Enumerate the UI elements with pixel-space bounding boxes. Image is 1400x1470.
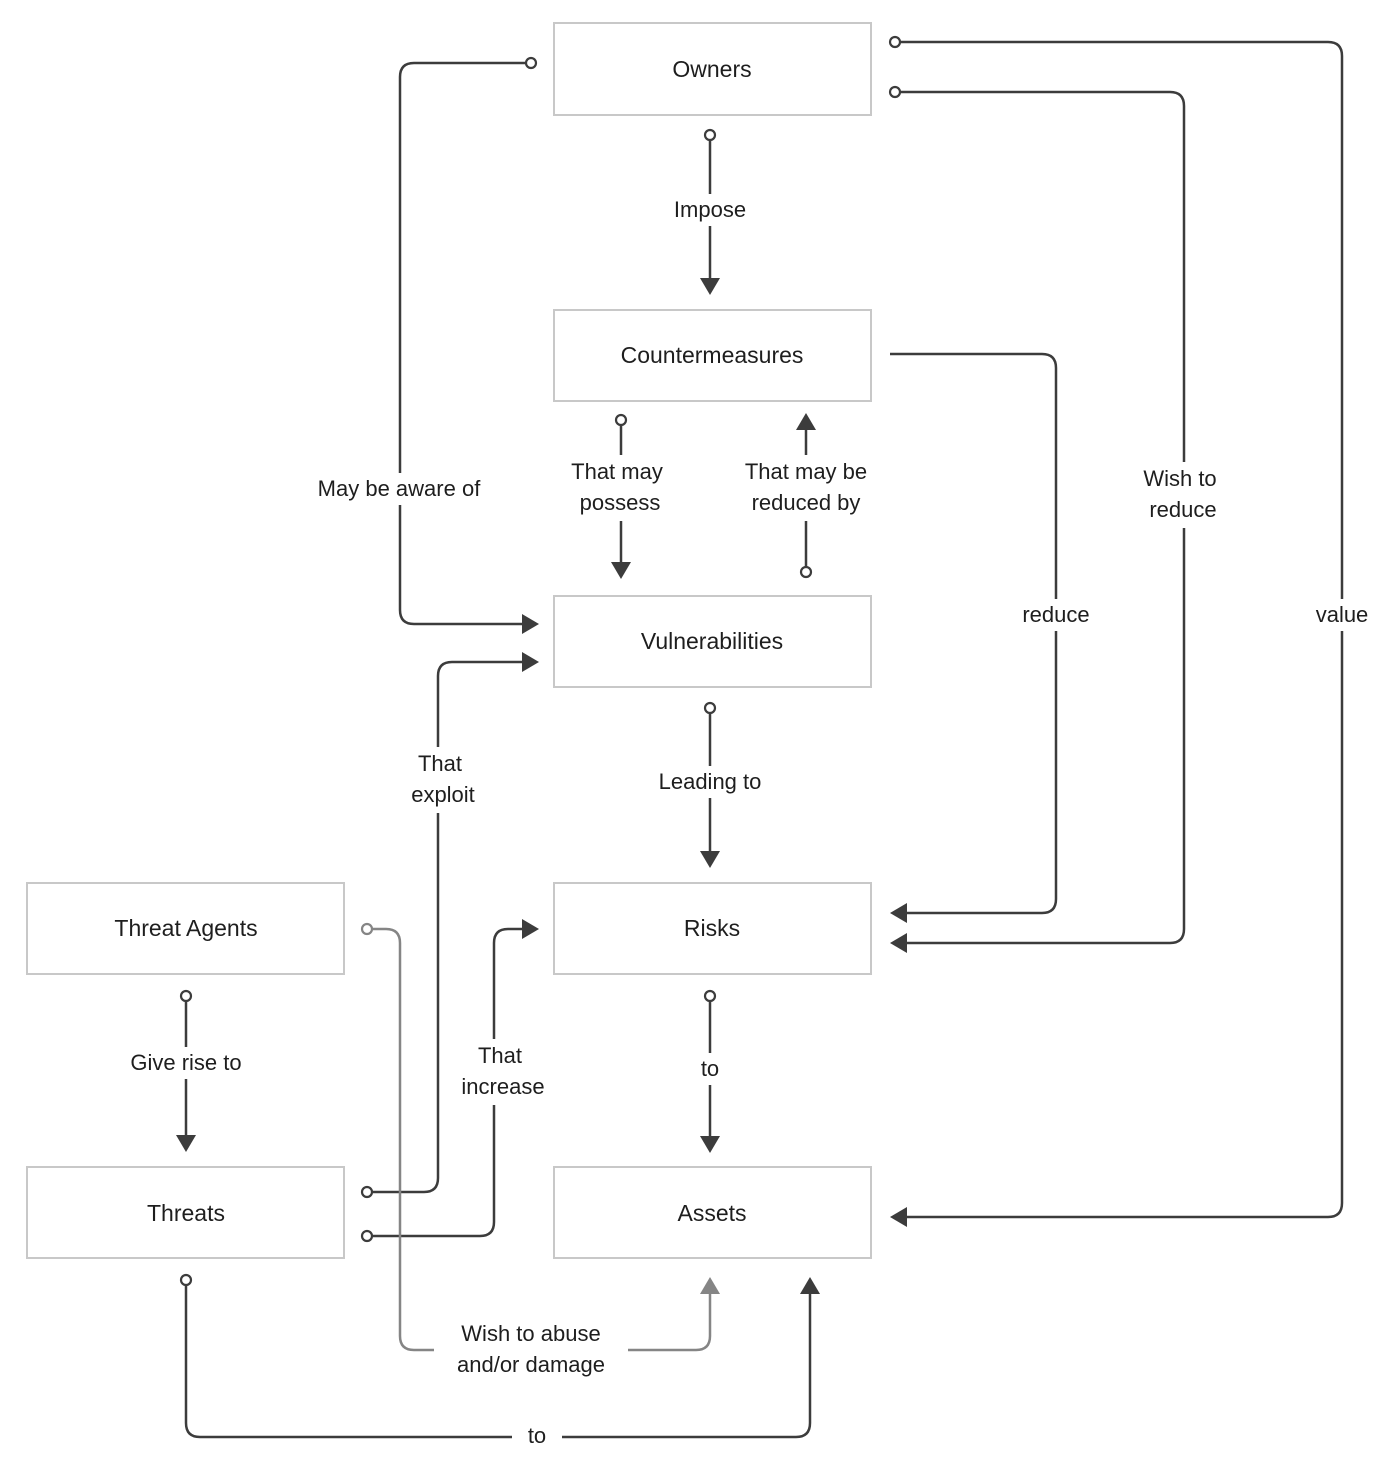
arrowhead bbox=[522, 919, 539, 939]
node-threats: Threats bbox=[26, 1166, 345, 1259]
arrowhead bbox=[700, 278, 720, 295]
node-threats-label: Threats bbox=[147, 1200, 225, 1226]
arrowhead bbox=[700, 851, 720, 868]
arrowhead bbox=[890, 933, 907, 953]
edge-label-give-rise-to-text: Give rise to bbox=[130, 1050, 241, 1075]
origin-dot bbox=[888, 35, 902, 49]
origin-dot bbox=[524, 56, 538, 70]
arrowhead bbox=[700, 1136, 720, 1153]
edge-label-wish-to-abuse-line2: and/or damage bbox=[457, 1352, 605, 1377]
node-assets: Assets bbox=[553, 1166, 872, 1259]
node-countermeasures: Countermeasures bbox=[553, 309, 872, 402]
node-assets-label: Assets bbox=[677, 1200, 746, 1226]
edge-label-that-increase-line2: increase bbox=[461, 1074, 544, 1099]
arrowhead bbox=[796, 413, 816, 430]
node-owners: Owners bbox=[553, 22, 872, 116]
origin-dot bbox=[360, 922, 374, 936]
edge-label-impose: Impose bbox=[660, 194, 760, 226]
origin-dot bbox=[703, 128, 717, 142]
edge-label-may-possess: That may possess bbox=[560, 455, 680, 521]
edge-label-threats-to-assets-text: to bbox=[528, 1423, 546, 1448]
edge-label-may-be-aware-of: May be aware of bbox=[300, 473, 498, 505]
node-threat-agents-label: Threat Agents bbox=[114, 915, 257, 941]
arrowhead bbox=[522, 614, 539, 634]
edge-label-that-increase-line1: That bbox=[478, 1043, 522, 1068]
edge-label-wish-to-reduce-line2: reduce bbox=[1149, 497, 1216, 522]
edge-may-be-aware-of-line bbox=[398, 61, 526, 626]
edge-threats-to-assets-line bbox=[184, 1285, 812, 1439]
origin-dot bbox=[179, 1273, 193, 1287]
edge-label-that-exploit: That exploit bbox=[398, 747, 488, 813]
edge-label-may-be-reduced-by-line1: That may be bbox=[745, 459, 867, 484]
edge-that-exploit-line bbox=[372, 660, 526, 1194]
origin-dot bbox=[179, 989, 193, 1003]
edge-label-leading-to: Leading to bbox=[645, 766, 775, 798]
edge-label-that-increase: That increase bbox=[450, 1039, 558, 1105]
edge-reduce-line bbox=[890, 352, 1058, 915]
edge-label-reduce-text: reduce bbox=[1022, 602, 1089, 627]
edge-value-line bbox=[900, 40, 1344, 1219]
edge-label-may-possess-line1: That may bbox=[571, 459, 663, 484]
origin-dot bbox=[360, 1229, 374, 1243]
arrowheads bbox=[176, 278, 907, 1294]
edge-labels: Impose That may possess That may be redu… bbox=[118, 194, 1378, 1453]
arrowhead bbox=[890, 903, 907, 923]
edge-label-wish-to-reduce: Wish to reduce bbox=[1130, 462, 1236, 528]
edge-wish-to-abuse-line bbox=[372, 927, 712, 1352]
arrowhead bbox=[700, 1277, 720, 1294]
arrowhead bbox=[522, 652, 539, 672]
edge-label-reduce: reduce bbox=[1012, 599, 1100, 631]
node-risks-label: Risks bbox=[684, 915, 740, 941]
origin-dot bbox=[888, 85, 902, 99]
origin-dot bbox=[614, 413, 628, 427]
edge-label-that-exploit-line2: exploit bbox=[411, 782, 475, 807]
node-countermeasures-label: Countermeasures bbox=[621, 342, 804, 368]
edge-label-value: value bbox=[1306, 599, 1378, 631]
edge-label-threats-to-assets: to bbox=[512, 1421, 562, 1453]
edge-label-wish-to-abuse: Wish to abuse and/or damage bbox=[434, 1317, 628, 1383]
origin-dots bbox=[179, 35, 902, 1287]
arrowhead bbox=[611, 562, 631, 579]
origin-dot bbox=[703, 989, 717, 1003]
node-threat-agents: Threat Agents bbox=[26, 882, 345, 975]
arrowhead bbox=[800, 1277, 820, 1294]
origin-dot bbox=[799, 565, 813, 579]
arrowhead bbox=[176, 1135, 196, 1152]
edge-label-that-exploit-line1: That bbox=[418, 751, 462, 776]
edge-label-may-be-reduced-by-line2: reduced by bbox=[752, 490, 861, 515]
edge-label-risks-to-assets-text: to bbox=[701, 1056, 719, 1081]
origin-dot bbox=[360, 1185, 374, 1199]
edge-label-may-possess-line2: possess bbox=[580, 490, 661, 515]
origin-dot bbox=[703, 701, 717, 715]
edge-label-may-be-reduced-by: That may be reduced by bbox=[728, 455, 884, 521]
node-risks: Risks bbox=[553, 882, 872, 975]
nodes: Owners Countermeasures Vulnerabilities R… bbox=[26, 22, 872, 1259]
node-owners-label: Owners bbox=[672, 56, 751, 82]
edge-label-value-text: value bbox=[1316, 602, 1369, 627]
edge-label-give-rise-to: Give rise to bbox=[118, 1047, 254, 1079]
edge-label-impose-text: Impose bbox=[674, 197, 746, 222]
node-vulnerabilities-label: Vulnerabilities bbox=[641, 628, 783, 654]
edge-label-may-be-aware-of-text: May be aware of bbox=[318, 476, 482, 501]
edge-label-wish-to-abuse-line1: Wish to abuse bbox=[461, 1321, 600, 1346]
node-vulnerabilities: Vulnerabilities bbox=[553, 595, 872, 688]
arrowhead bbox=[890, 1207, 907, 1227]
edge-label-leading-to-text: Leading to bbox=[659, 769, 762, 794]
edge-label-risks-to-assets: to bbox=[692, 1053, 728, 1085]
edge-label-wish-to-reduce-line1: Wish to bbox=[1143, 466, 1216, 491]
